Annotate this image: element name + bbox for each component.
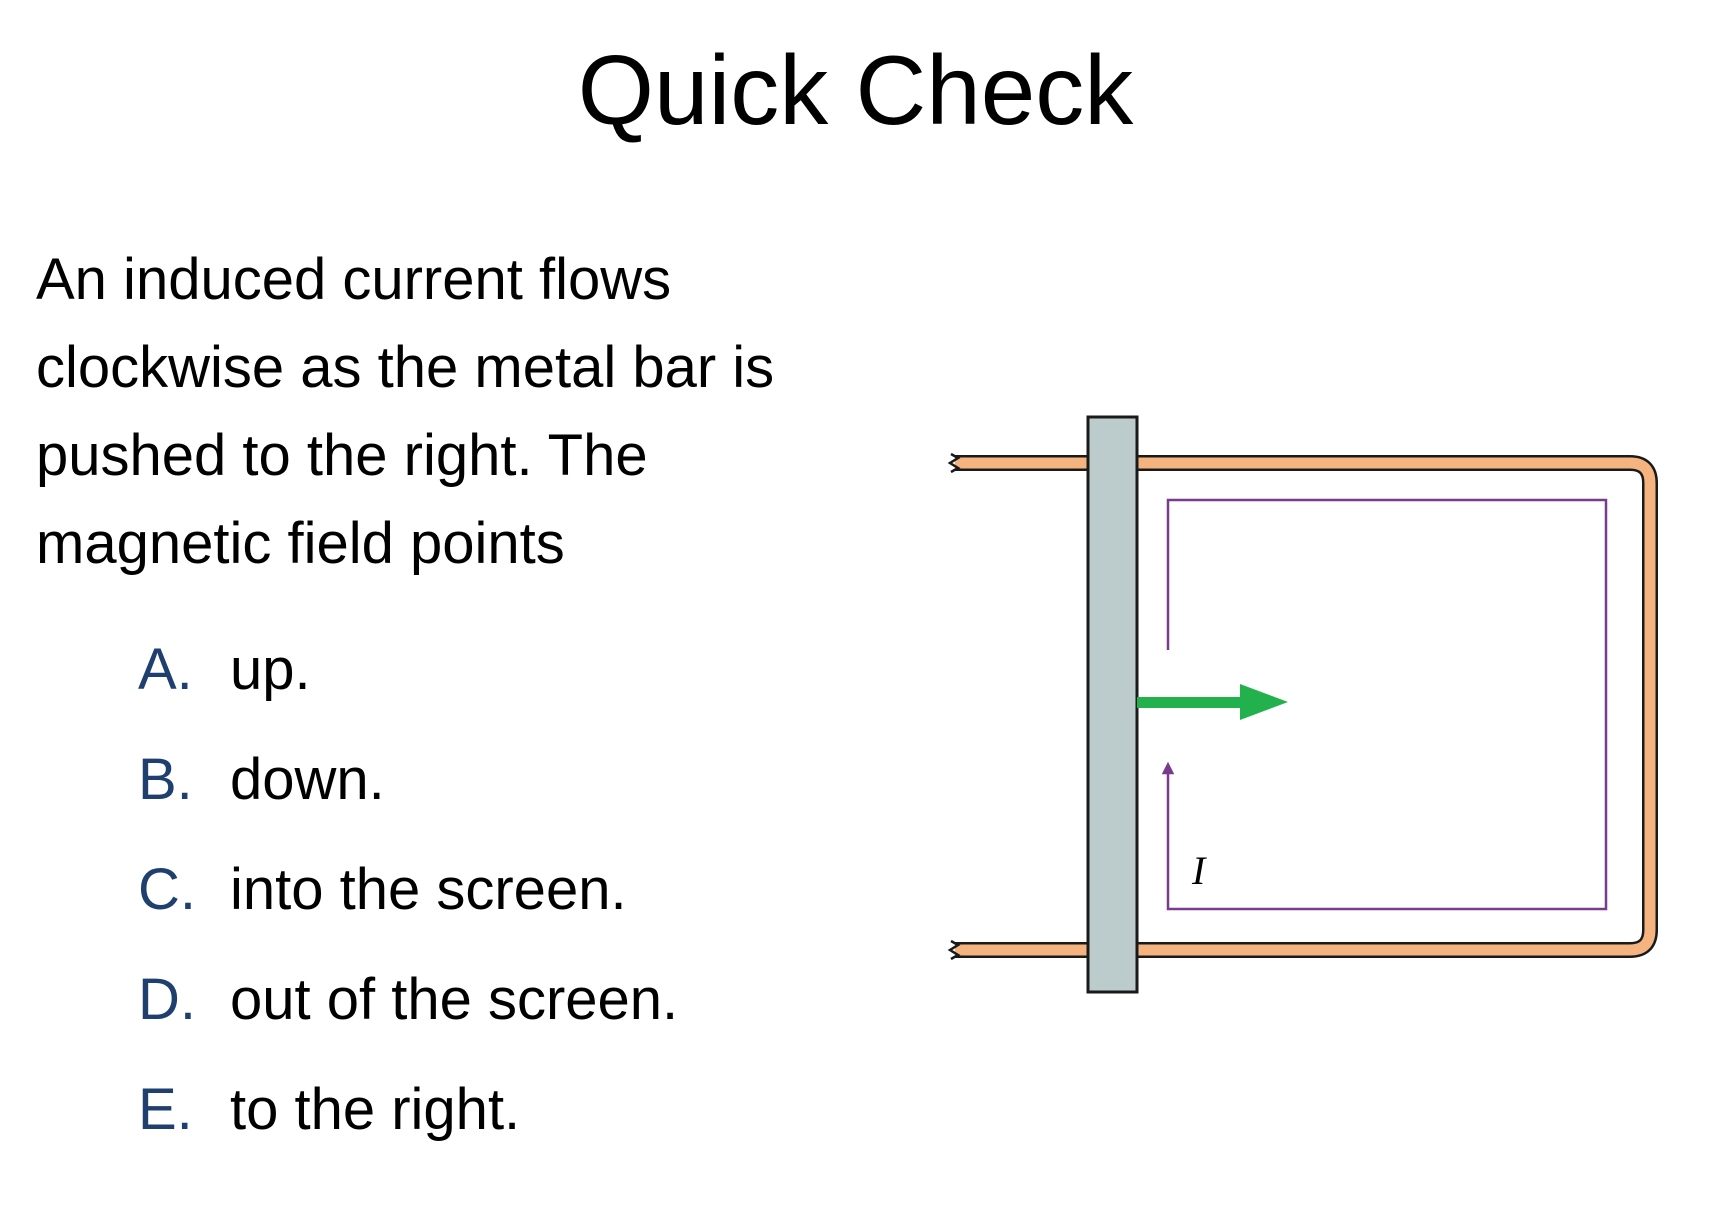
velocity-arrow-icon [1137, 684, 1288, 720]
rail-top-break-mark [947, 452, 961, 474]
induced-current-path: I [1161, 498, 1608, 911]
metal-bar [1086, 415, 1139, 994]
sliding-bar-circuit-diagram: I [947, 415, 1658, 994]
option-letter: A. [138, 637, 193, 702]
option-text: into the screen. [230, 857, 627, 922]
option-text: down. [230, 747, 385, 812]
option-text: out of the screen. [230, 967, 679, 1032]
option-e[interactable]: E. to the right. [138, 1055, 678, 1165]
option-a[interactable]: A. up. [138, 615, 678, 725]
option-d[interactable]: D. out of the screen. [138, 945, 678, 1055]
option-letter: C. [138, 857, 196, 922]
velocity-arrow-head [1240, 684, 1288, 720]
conducting-rails [947, 452, 1658, 961]
option-text: to the right. [230, 1077, 521, 1142]
current-loop-line [1166, 498, 1608, 911]
option-letter: B. [138, 747, 193, 812]
rail-outline [955, 455, 1658, 958]
rail-bottom-break-mark [947, 939, 961, 961]
option-letter: D. [138, 967, 196, 1032]
velocity-arrow-shaft [1137, 697, 1245, 708]
option-c[interactable]: C. into the screen. [138, 835, 678, 945]
slide-title: Quick Check [577, 35, 1134, 145]
question-text: An induced current flows clockwise as th… [36, 247, 775, 576]
option-b[interactable]: B. down. [138, 725, 678, 835]
option-letter: E. [138, 1077, 193, 1142]
answer-options: A. up. B. down. C. into the screen. D. o… [138, 615, 678, 1165]
option-text: up. [230, 637, 311, 702]
rail-fill [955, 457, 1656, 956]
current-label: I [1191, 848, 1207, 893]
